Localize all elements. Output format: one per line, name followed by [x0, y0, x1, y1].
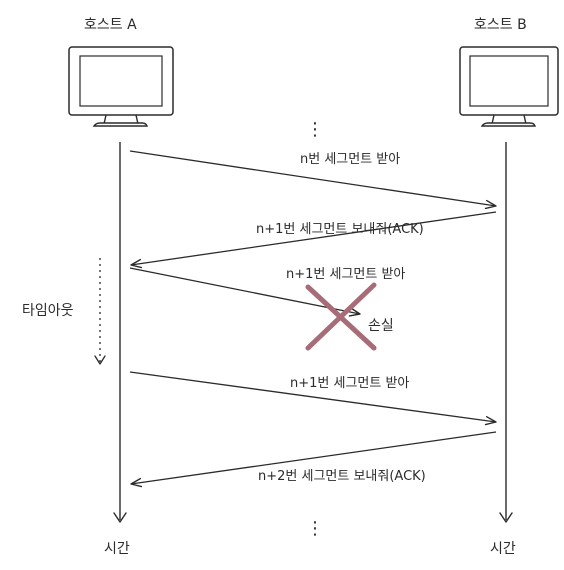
ellipsis-bottom: ⋮: [306, 518, 324, 539]
x-mark-icon: [305, 282, 377, 351]
message-label-3: n+1번 세그먼트 받아: [286, 267, 405, 282]
timeout-arrowhead: [94, 355, 106, 365]
timeout-label: 타임아웃: [22, 303, 74, 319]
time-label-a: 시간: [104, 541, 130, 557]
message-arrow-5: [130, 431, 497, 488]
message-label-4: n+1번 세그먼트 받아: [290, 376, 409, 391]
host-a-label: 호스트 A: [84, 17, 137, 33]
host-a-timeline-arrowhead: [113, 512, 127, 523]
message-arrow-1: [129, 150, 497, 210]
message-label-2: n+1번 세그먼트 보내줘(ACK): [256, 222, 424, 237]
ellipsis-top: ⋮: [306, 119, 324, 140]
message-label-5: n+2번 세그먼트 보내줘(ACK): [258, 469, 426, 484]
host-b-label: 호스트 B: [474, 17, 527, 33]
monitor-icon: [68, 46, 174, 127]
message-arrow-2: [130, 211, 497, 269]
time-label-b: 시간: [490, 541, 516, 557]
monitor-icon: [459, 46, 559, 127]
message-arrow-4: [129, 371, 497, 426]
host-b-timeline-arrowhead: [499, 512, 513, 523]
loss-label: 손실: [368, 318, 394, 334]
message-label-1: n번 세그먼트 받아: [300, 152, 400, 167]
message-arrow-3-lost: [129, 267, 361, 317]
